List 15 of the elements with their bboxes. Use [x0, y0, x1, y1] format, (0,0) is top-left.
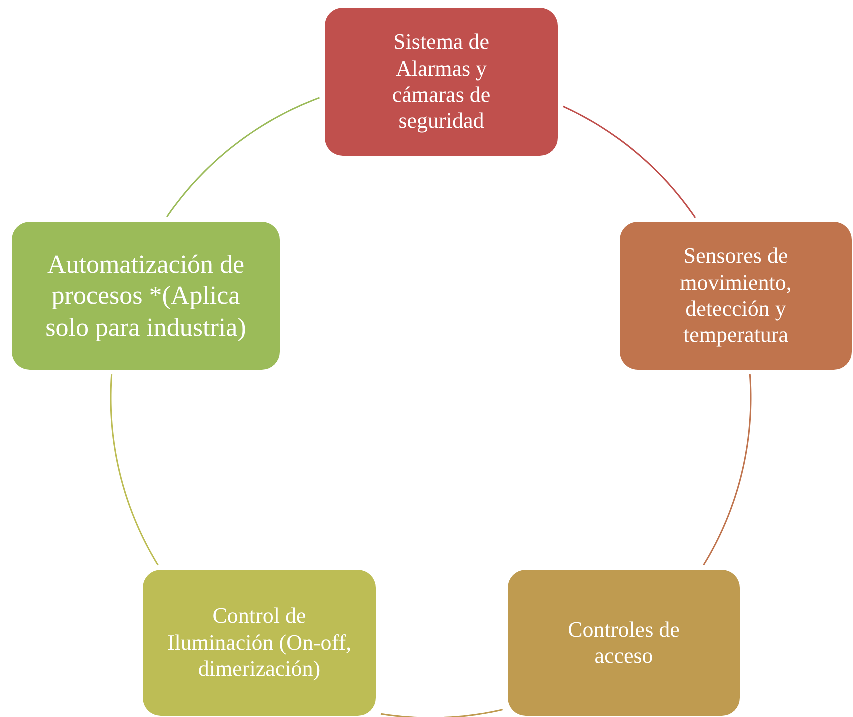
rounded-box	[143, 570, 376, 716]
node-label: Controles de acceso	[567, 616, 681, 670]
node-label: Automatización de procesos *(Aplica solo para industria)	[44, 249, 248, 343]
node-label: Sensores de movimiento, detección y temperatura	[679, 243, 793, 349]
rounded-box	[12, 222, 280, 370]
connector-arc	[166, 97, 320, 218]
rounded-box	[620, 222, 852, 370]
rounded-box	[508, 570, 740, 716]
node-label: Control de Iluminación (On-off, dimerización)	[167, 603, 352, 683]
connector-arc	[703, 374, 752, 566]
connector-arc	[380, 709, 504, 717]
connector-arc	[110, 374, 159, 566]
node-label: Sistema de Alarmas y cámaras de seguridad	[391, 29, 492, 135]
rounded-box	[325, 8, 558, 156]
connector-arc	[562, 106, 696, 218]
